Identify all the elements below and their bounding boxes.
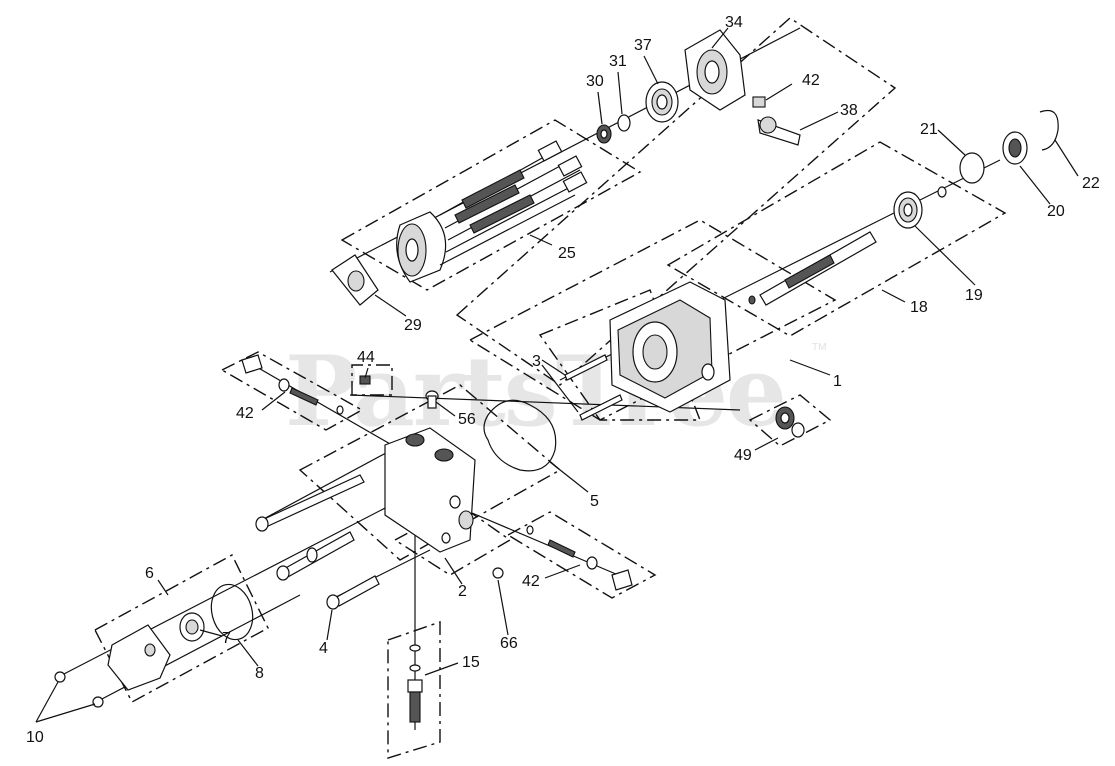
callout-44: 44 [357,349,375,366]
part-31-plate [331,254,379,306]
part-19-bearing [893,191,923,229]
group-box-18 [666,141,1007,337]
part-66-plug [492,567,504,579]
group-box-2 [393,504,512,576]
group-box-15 [387,621,441,759]
callout-1: 1 [833,373,842,390]
callout-4: 4 [319,640,328,657]
part-15-valve [407,644,423,723]
part-25-cylinder-block [396,140,588,283]
callout-5: 5 [590,493,599,510]
callout-31: 29 [404,317,422,334]
part-4-bolt [326,575,380,610]
callout-7: 7 [222,630,231,647]
part-38-key [752,96,766,108]
callout-42-upper: 42 [236,405,254,422]
group-box-44 [351,364,393,396]
parts [54,29,1059,723]
callout-66: 66 [500,635,518,652]
part-10-screws [54,671,104,708]
leader-lines [35,27,1079,723]
callout-2: 2 [458,583,467,600]
callout-49: 49 [734,447,752,464]
part-30-ring [617,114,631,132]
part-2-center-section [384,427,476,553]
callout-29: 30 [586,73,604,90]
watermark-trademark: TM [812,342,826,353]
callout-22: 22 [1082,175,1100,192]
group-box-32 [455,17,897,386]
part-29-seal [596,124,612,144]
group-box-6 [94,554,269,703]
part-22-snap-ring [1039,109,1059,151]
callout-25: 25 [558,245,576,262]
part-37-lever [757,116,801,146]
part-21-ring [959,152,985,184]
part-8-oring [210,583,254,641]
part-32-cover [684,29,746,111]
callout-labels: 34 37 31 30 42 38 21 22 20 19 18 25 29 1… [26,14,1100,746]
callout-34: 37 [634,37,652,54]
part-1-housing [609,281,731,413]
part-18-shaft [748,231,877,306]
callout-18: 18 [910,299,928,316]
callout-3: 3 [532,353,541,370]
part-42-lower-valve [526,525,633,591]
callout-38: 42 [802,72,820,89]
group-box-42-lower [506,511,657,599]
callout-10: 10 [26,729,44,746]
callout-21: 21 [920,121,938,138]
part-small-ring [937,186,947,198]
part-49-seal [775,406,805,438]
callout-19: 19 [965,287,983,304]
part-6-cover [107,624,171,691]
group-boxes [94,17,1007,759]
callout-30: 31 [609,53,627,70]
part-3-pins [564,354,623,421]
callout-42-lower: 42 [522,573,540,590]
part-34-bearing [645,81,679,123]
group-box-25 [340,119,642,291]
callout-20: 20 [1047,203,1065,220]
part-5-gasket [483,399,557,472]
group-box-1 [468,219,837,421]
part-56-plug [425,390,439,409]
part-7-filter [179,612,205,642]
part-bolts-center [255,474,365,581]
callout-6: 6 [145,565,154,582]
group-box-49 [748,394,832,447]
callout-15: 15 [462,654,480,671]
callout-37: 38 [840,102,858,119]
part-42-upper-valve [241,354,344,415]
callout-8: 8 [255,665,264,682]
part-20-bearing [1002,131,1028,165]
group-box-5 [298,384,562,561]
callout-56: 56 [458,411,476,428]
callout-32: 34 [725,14,743,31]
